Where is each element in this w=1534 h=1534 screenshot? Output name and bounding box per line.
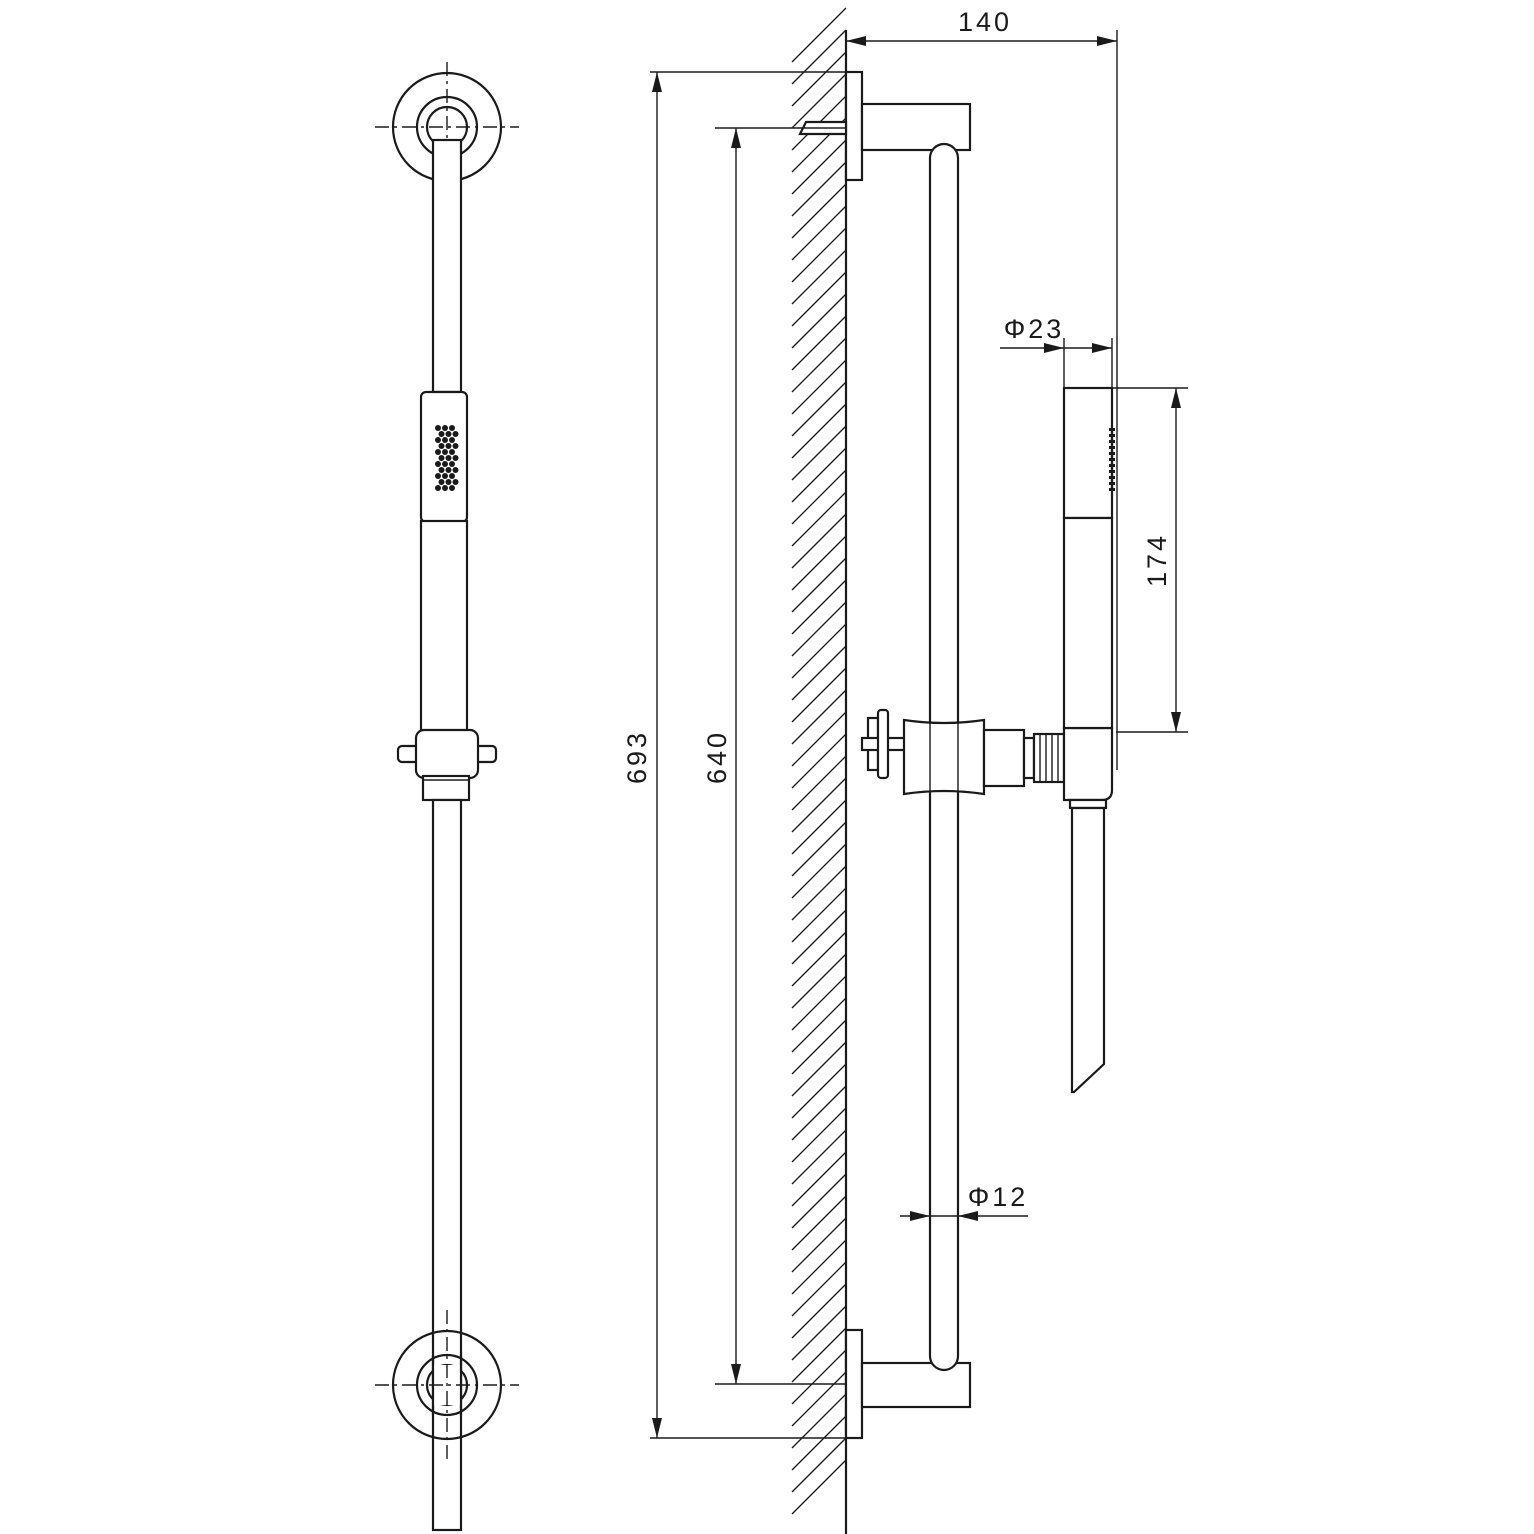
- front-view: [375, 62, 519, 1532]
- front-slider: [396, 728, 498, 802]
- dimension-lines: [650, 30, 1188, 1439]
- front-bottom-flange: [375, 1310, 519, 1460]
- dim-total-height: 693: [622, 730, 652, 784]
- hose: [1070, 806, 1106, 1094]
- front-handshower: [419, 390, 469, 735]
- nozzle-edge: [1109, 428, 1115, 491]
- side-slider: [860, 708, 1114, 810]
- side-handshower: [1062, 386, 1115, 730]
- dim-rail-diameter: Φ12: [968, 1182, 1029, 1212]
- front-lower-rail: [431, 798, 463, 1532]
- dimension-labels: 693 640 140 Φ23 174 Φ12: [622, 7, 1172, 1212]
- dim-handshower-diameter: Φ23: [1004, 314, 1065, 344]
- dim-handshower-length: 174: [1142, 533, 1172, 587]
- front-upper-rail: [431, 138, 463, 394]
- side-view: [791, 7, 1115, 1534]
- nozzle-grid: [435, 425, 459, 491]
- top-bracket: [798, 70, 972, 182]
- dim-projection: 140: [958, 7, 1012, 37]
- wall-section: [791, 7, 848, 1534]
- dim-rail-length: 640: [702, 730, 732, 784]
